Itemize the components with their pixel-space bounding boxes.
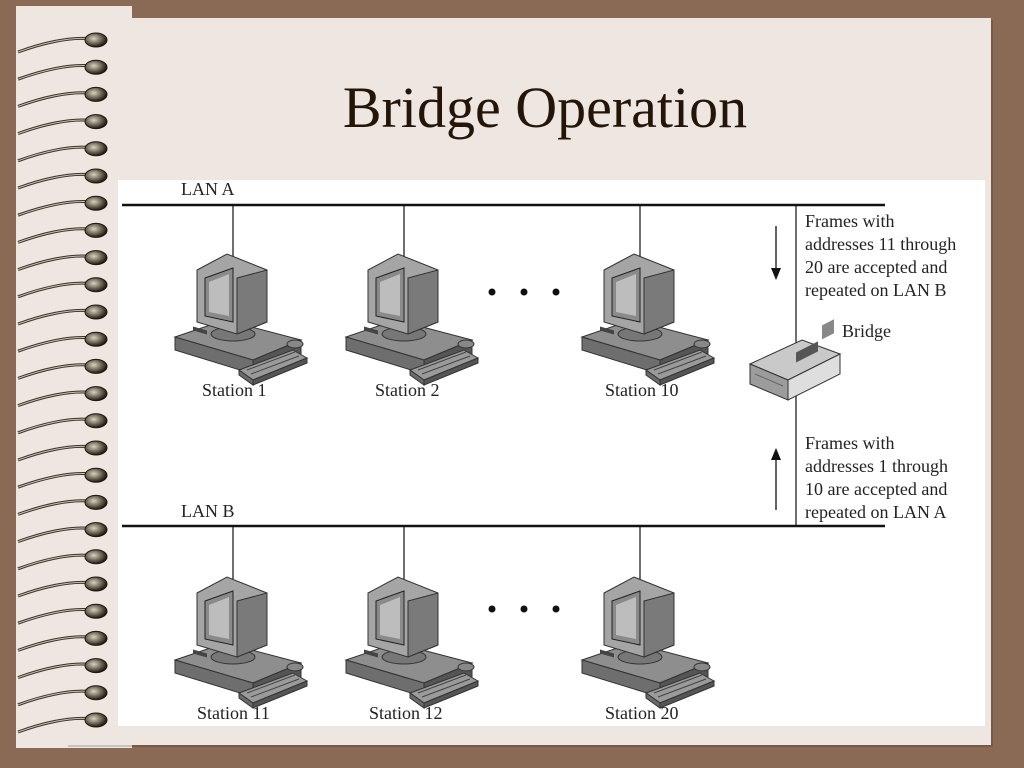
computer-icon	[174, 253, 308, 386]
spiral-ring-icon	[17, 59, 108, 81]
spiral-ring-icon	[17, 440, 108, 462]
spiral-ring-icon	[17, 576, 108, 598]
note-line: 10 are accepted and	[805, 479, 948, 499]
station-label: Station 11	[197, 703, 270, 723]
notebook-page-edge	[0, 6, 16, 748]
computer-icon	[581, 576, 715, 709]
station-label: Station 10	[605, 380, 679, 400]
spiral-ring-icon	[17, 250, 108, 272]
station-label: Station 1	[202, 380, 267, 400]
note-b-to-a: Frames with addresses 1 through 10 are a…	[805, 432, 948, 524]
spiral-ring-icon	[17, 413, 108, 435]
arrow-up-icon	[771, 448, 781, 510]
lan-a-label: LAN A	[181, 179, 235, 199]
spiral-ring-icon	[17, 195, 108, 217]
station-label: Station 20	[605, 703, 679, 723]
note-a-to-b: Frames with addresses 11 through 20 are …	[805, 210, 956, 302]
bridge-diagram: LAN A LAN B Station 1 Station 2 Station …	[118, 179, 985, 726]
computer-icon	[345, 253, 479, 386]
spiral-ring-icon	[17, 32, 108, 54]
computer-icon	[345, 576, 479, 709]
note-line: repeated on LAN A	[805, 502, 947, 522]
spiral-ring-icon	[17, 331, 108, 353]
spiral-ring-icon	[17, 386, 108, 408]
spiral-ring-icon	[17, 222, 108, 244]
computer-icon	[581, 253, 715, 386]
spiral-ring-icon	[17, 358, 108, 380]
spiral-ring-icon	[17, 304, 108, 326]
note-line: repeated on LAN B	[805, 280, 947, 300]
spiral-ring-icon	[17, 603, 108, 625]
lan-b-label: LAN B	[181, 501, 235, 521]
spiral-ring-icon	[17, 467, 108, 489]
spiral-binding-icon	[17, 32, 108, 734]
spiral-ring-icon	[17, 168, 108, 190]
spiral-ring-icon	[17, 658, 108, 680]
station-label: Station 12	[369, 703, 443, 723]
note-line: addresses 1 through	[805, 456, 948, 476]
diagram-lines	[122, 203, 885, 709]
note-line: Frames with	[805, 433, 895, 453]
ellipsis-lan-b	[488, 605, 560, 613]
spiral-ring-icon	[17, 685, 108, 707]
note-line: addresses 11 through	[805, 234, 957, 254]
spiral-ring-icon	[17, 86, 108, 108]
ellipsis-lan-a	[488, 288, 560, 296]
spiral-ring-icon	[17, 712, 108, 734]
spiral-ring-icon	[17, 630, 108, 652]
spiral-ring-icon	[17, 494, 108, 516]
computer-icon	[174, 576, 308, 709]
spiral-ring-icon	[17, 549, 108, 571]
slide-title: Bridge Operation	[342, 75, 748, 140]
spiral-ring-icon	[17, 277, 108, 299]
bridge-label: Bridge	[842, 321, 891, 341]
bridge-device-icon	[748, 319, 842, 401]
note-line: 20 are accepted and	[805, 257, 948, 277]
arrow-down-icon	[771, 226, 781, 280]
spiral-ring-icon	[17, 141, 108, 163]
station-label: Station 2	[375, 380, 440, 400]
spiral-ring-icon	[17, 522, 108, 544]
note-line: Frames with	[805, 211, 895, 231]
spiral-ring-icon	[17, 114, 108, 136]
